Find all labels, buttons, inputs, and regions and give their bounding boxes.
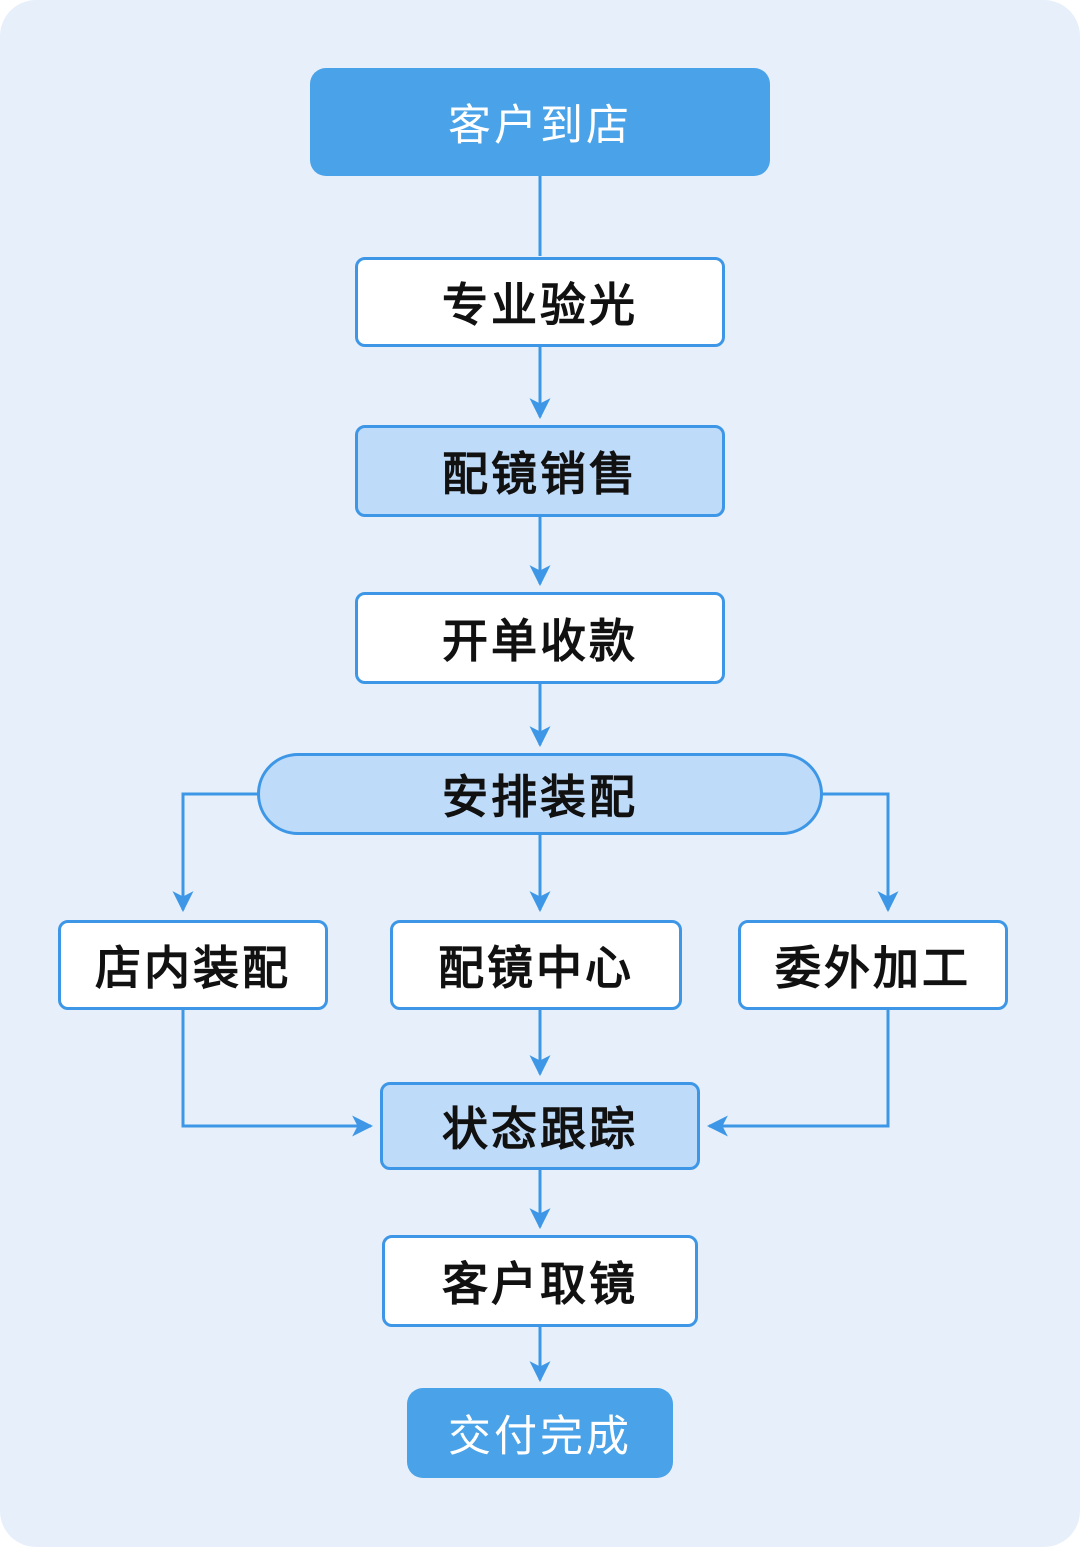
node-billing-payment: 开单收款 — [355, 592, 725, 684]
node-glasses-sales: 配镜销售 — [355, 425, 725, 517]
node-in-store-assembly: 店内装配 — [58, 920, 328, 1010]
node-customer-arrival: 客户到店 — [310, 68, 770, 176]
node-customer-pickup: 客户取镜 — [382, 1235, 698, 1327]
node-status-tracking-label: 状态跟踪 — [442, 1103, 638, 1155]
node-in-store-assembly-label: 店内装配 — [95, 942, 291, 994]
node-billing-payment-label: 开单收款 — [442, 615, 638, 667]
node-delivery-complete-label: 交付完成 — [448, 1413, 632, 1461]
node-customer-arrival-label: 客户到店 — [448, 102, 632, 150]
node-optical-center-label: 配镜中心 — [438, 942, 634, 994]
node-glasses-sales-label: 配镜销售 — [442, 448, 638, 500]
node-customer-pickup-label: 客户取镜 — [442, 1258, 638, 1310]
node-optical-center: 配镜中心 — [390, 920, 682, 1010]
node-delivery-complete: 交付完成 — [407, 1388, 673, 1478]
node-arrange-assembly-label: 安排装配 — [442, 771, 638, 823]
node-optometry: 专业验光 — [355, 257, 725, 347]
node-arrange-assembly: 安排装配 — [257, 753, 823, 835]
node-status-tracking: 状态跟踪 — [380, 1082, 700, 1170]
node-outsourced-processing: 委外加工 — [738, 920, 1008, 1010]
node-optometry-label: 专业验光 — [442, 279, 638, 331]
node-outsourced-processing-label: 委外加工 — [775, 942, 971, 994]
